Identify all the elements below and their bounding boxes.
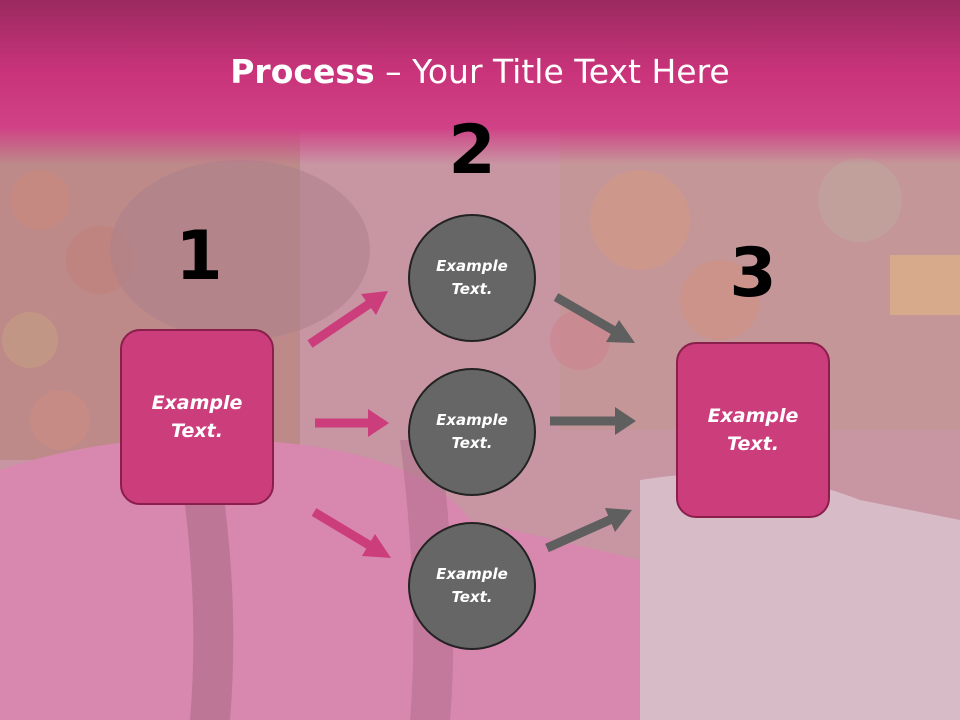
- title-rest: – Your Title Text Here: [374, 52, 730, 91]
- step-number-3: 3: [729, 234, 777, 313]
- arrow-to-circle-bottom: [311, 508, 391, 558]
- step-3-text: Example Text.: [707, 404, 799, 456]
- step-number-1: 1: [175, 217, 223, 296]
- circle-middle-text: Example Text.: [436, 410, 508, 452]
- title-bold: Process: [230, 52, 375, 91]
- arrow-to-circle-middle: [315, 409, 389, 437]
- arrow-from-circle-middle: [550, 407, 636, 435]
- slide-title: Process – Your Title Text Here: [0, 52, 960, 91]
- circle-top-text: Example Text.: [436, 256, 508, 298]
- circle-top: Example Text.: [408, 214, 536, 342]
- circle-bottom: Example Text.: [408, 522, 536, 650]
- arrow-from-circle-bottom: [545, 508, 632, 553]
- step-number-2: 2: [448, 111, 496, 190]
- arrow-to-circle-top: [307, 291, 388, 348]
- step-1-box: Example Text.: [120, 329, 274, 505]
- step-1-text: Example Text.: [151, 391, 243, 443]
- circle-bottom-text: Example Text.: [436, 564, 508, 606]
- circle-middle: Example Text.: [408, 368, 536, 496]
- step-3-box: Example Text.: [676, 342, 830, 518]
- arrow-from-circle-top: [553, 293, 635, 343]
